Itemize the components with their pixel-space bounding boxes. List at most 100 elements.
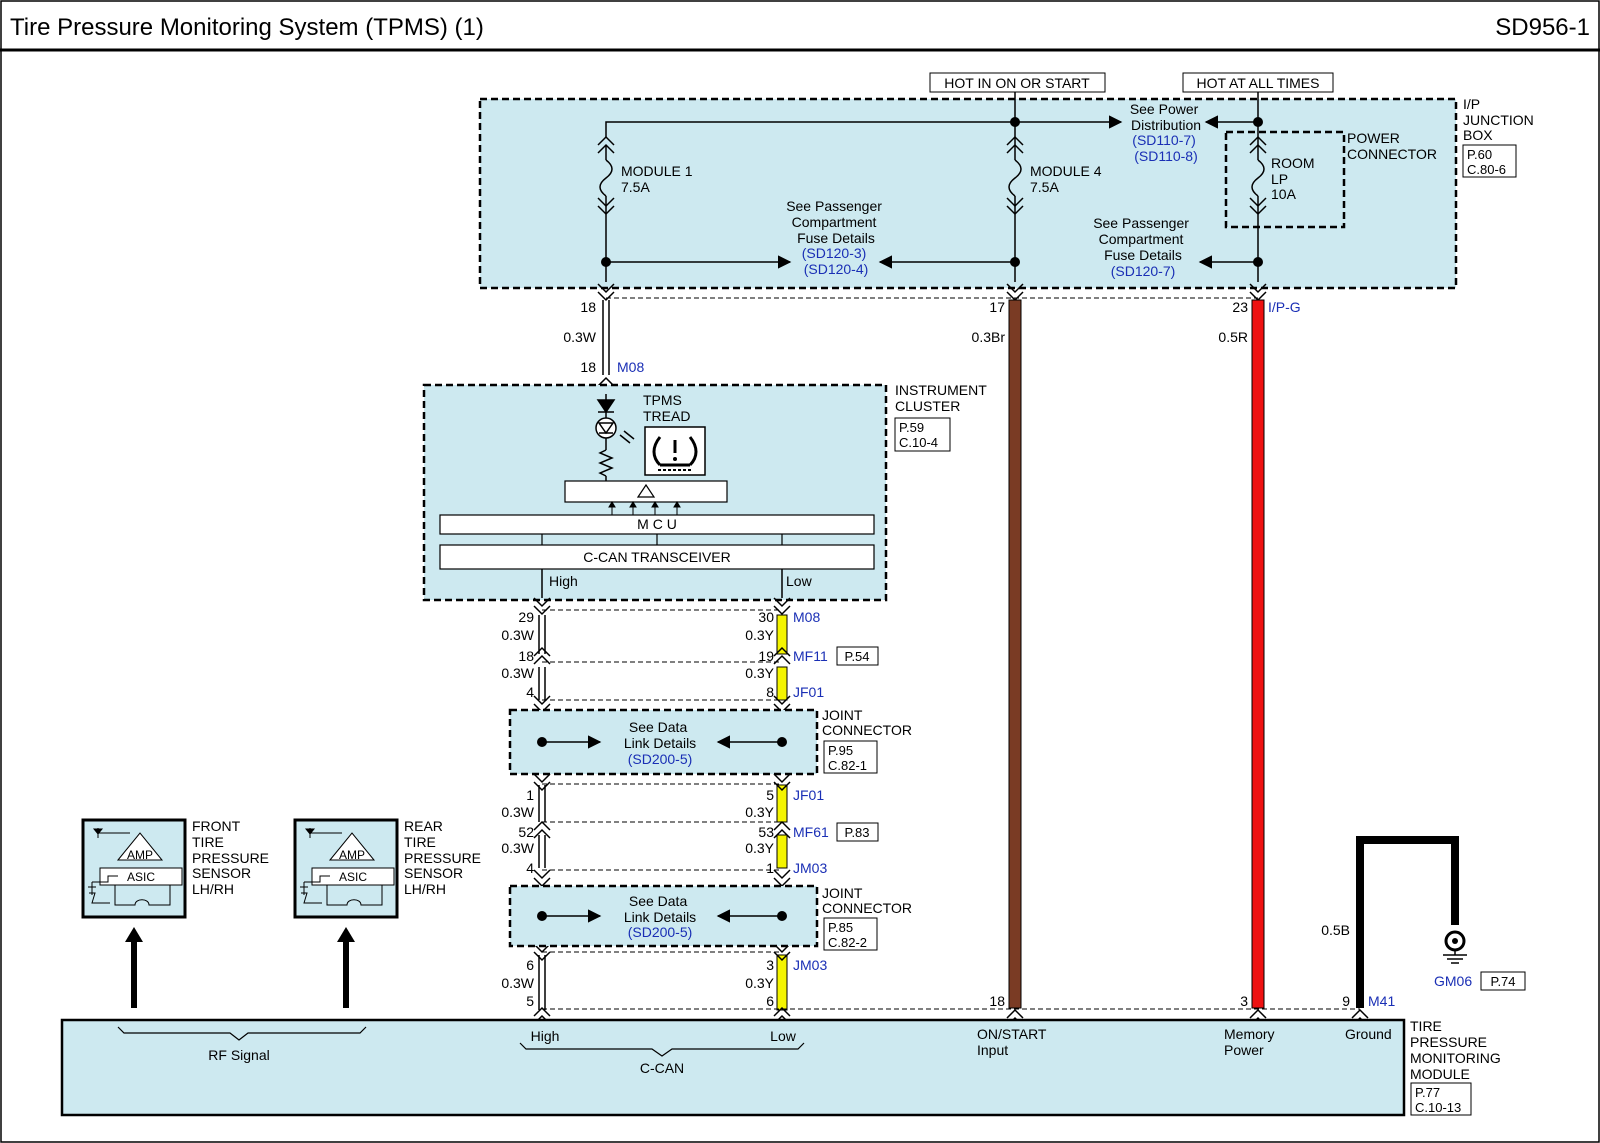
front-sensor-name: FRONT TIRE PRESSURE SENSOR LH/RH: [192, 818, 273, 897]
rear-sensor-asic: ASIC: [339, 870, 367, 884]
splice-dot: [1253, 117, 1263, 127]
tpms-lamp-led-icon: [595, 394, 635, 481]
module-low-label: Low: [770, 1028, 797, 1044]
wire-size: 0.3Y: [745, 975, 774, 991]
tpms-module-block: [60, 1018, 1406, 1117]
joint-1-page-ref: P.95 C.82-1: [828, 743, 867, 773]
pin-label: 17: [989, 299, 1005, 315]
pin-label: 3: [766, 957, 774, 973]
connector-chevron: [533, 646, 551, 665]
fuse-module-1: [597, 135, 615, 282]
page-ref-box: [836, 646, 879, 666]
wire-size: 0.3W: [501, 975, 534, 991]
instrument-cluster-ref-box: [894, 417, 951, 452]
connector-id: M41: [1368, 993, 1395, 1009]
page-ref: P.54: [844, 649, 869, 664]
wire-red: [1251, 299, 1265, 1009]
pin-label: 5: [526, 993, 534, 1009]
front-sensor-amp: AMP: [127, 848, 153, 862]
fuse-room-lp: [1249, 135, 1267, 282]
triangle-icon: [636, 483, 656, 498]
ground-ref-box: [1480, 971, 1526, 991]
front-sensor-block: [81, 818, 187, 919]
wire-size: 0.3Y: [745, 627, 774, 643]
connector-chevron: [773, 820, 791, 839]
see-pass-1-refs: (SD120-3) (SD120-4): [802, 245, 870, 277]
pin-label: 8: [766, 684, 774, 700]
junction-box-ref-box: [1462, 144, 1517, 178]
junction-box-ref: P.60 C.80-6: [1467, 147, 1506, 177]
page-ref: P.83: [844, 825, 869, 840]
pin-label: 18: [518, 648, 534, 664]
mcu-signal-arrows: [608, 501, 681, 515]
pin-label: 18: [989, 993, 1005, 1009]
connector-chevron: [773, 646, 791, 665]
hot-on-start-label: HOT IN ON OR START: [944, 75, 1090, 91]
instrument-cluster-ref: P.59 C.10-4: [899, 420, 938, 450]
page-code: SD956-1: [1495, 14, 1590, 41]
module-high-label: High: [531, 1028, 560, 1044]
fuse-module-1-label: MODULE 1 7.5A: [621, 163, 696, 195]
splice-dot: [1010, 257, 1020, 267]
pin-label: 4: [526, 684, 534, 700]
transceiver-label: C-CAN TRANSCEIVER: [583, 549, 731, 565]
wire-size: 0.5R: [1218, 329, 1248, 345]
transceiver-block: [439, 544, 875, 570]
ground-icon: [1443, 930, 1467, 964]
see-power-refs: (SD110-7) (SD110-8): [1132, 132, 1199, 164]
wire-y-can-low: [776, 834, 788, 869]
ground-ref: P.74: [1490, 974, 1515, 989]
pin-label: 52: [518, 824, 534, 840]
pin-label: 6: [766, 993, 774, 1009]
can-high-label: High: [549, 573, 578, 589]
page-ref-box: [836, 822, 879, 842]
power-connector-label: POWER CONNECTOR: [1347, 130, 1437, 162]
joint-2-ref: (SD200-5): [628, 924, 693, 940]
ccan-brace: [519, 1042, 805, 1057]
page-title: Tire Pressure Monitoring System (TPMS) (…: [10, 14, 484, 41]
connector-id: MF61: [793, 824, 829, 840]
wire-size: 0.3W: [501, 665, 534, 681]
connector-chevron: [773, 597, 791, 616]
pin-label: 53: [758, 824, 774, 840]
joint-1-name: JOINT CONNECTOR: [822, 707, 912, 738]
rear-sensor-amp: AMP: [339, 848, 365, 862]
connector-chevron: [533, 597, 551, 616]
rf-arrow-rear: [337, 927, 355, 1008]
connector-id: JF01: [793, 787, 824, 803]
wire-brown: [1008, 299, 1022, 1009]
fuse-room-lp-label: ROOM LP 10A: [1271, 155, 1318, 202]
front-sensor-asic: ASIC: [127, 870, 155, 884]
pin-label: 23: [1232, 299, 1248, 315]
rf-brace: [117, 1026, 367, 1041]
splice-dot: [601, 257, 611, 267]
wire-size: 0.3Br: [972, 329, 1006, 345]
wire-y-can-low: [776, 954, 788, 1011]
see-pass-2-refs: (SD120-7): [1111, 263, 1176, 279]
wire-size: 0.3W: [563, 329, 596, 345]
module1-top-bus: [605, 121, 1015, 137]
joint-1-ref-box: [823, 740, 878, 774]
pin-label: 19: [758, 648, 774, 664]
see-pass-1-label: See Passenger Compartment Fuse Details: [786, 198, 886, 246]
can-low-label: Low: [786, 573, 813, 589]
pin-label: 30: [758, 609, 774, 625]
connector-chevron: [533, 869, 551, 888]
ccan-label: C-CAN: [640, 1060, 684, 1076]
wire-size: 0.3Y: [745, 804, 774, 820]
pin-label: 4: [526, 860, 534, 876]
connector-chevron: [597, 283, 615, 302]
see-power-label: See Power Distribution: [1130, 101, 1202, 133]
splice-dot: [777, 911, 787, 921]
memory-power-label: Memory Power: [1224, 1026, 1278, 1058]
splice-dot: [537, 737, 547, 747]
rear-sensor-name: REAR TIRE PRESSURE SENSOR LH/RH: [404, 818, 485, 897]
wire-y-can-low: [776, 666, 788, 701]
tpms-module-name: TIRE PRESSURE MONITORING MODULE: [1410, 1018, 1505, 1082]
joint-2-ref-box: [823, 917, 878, 951]
wire-ground: [1356, 836, 1459, 1008]
hot-all-times-label: HOT AT ALL TIMES: [1197, 75, 1320, 91]
ground-label: Ground: [1345, 1026, 1392, 1042]
